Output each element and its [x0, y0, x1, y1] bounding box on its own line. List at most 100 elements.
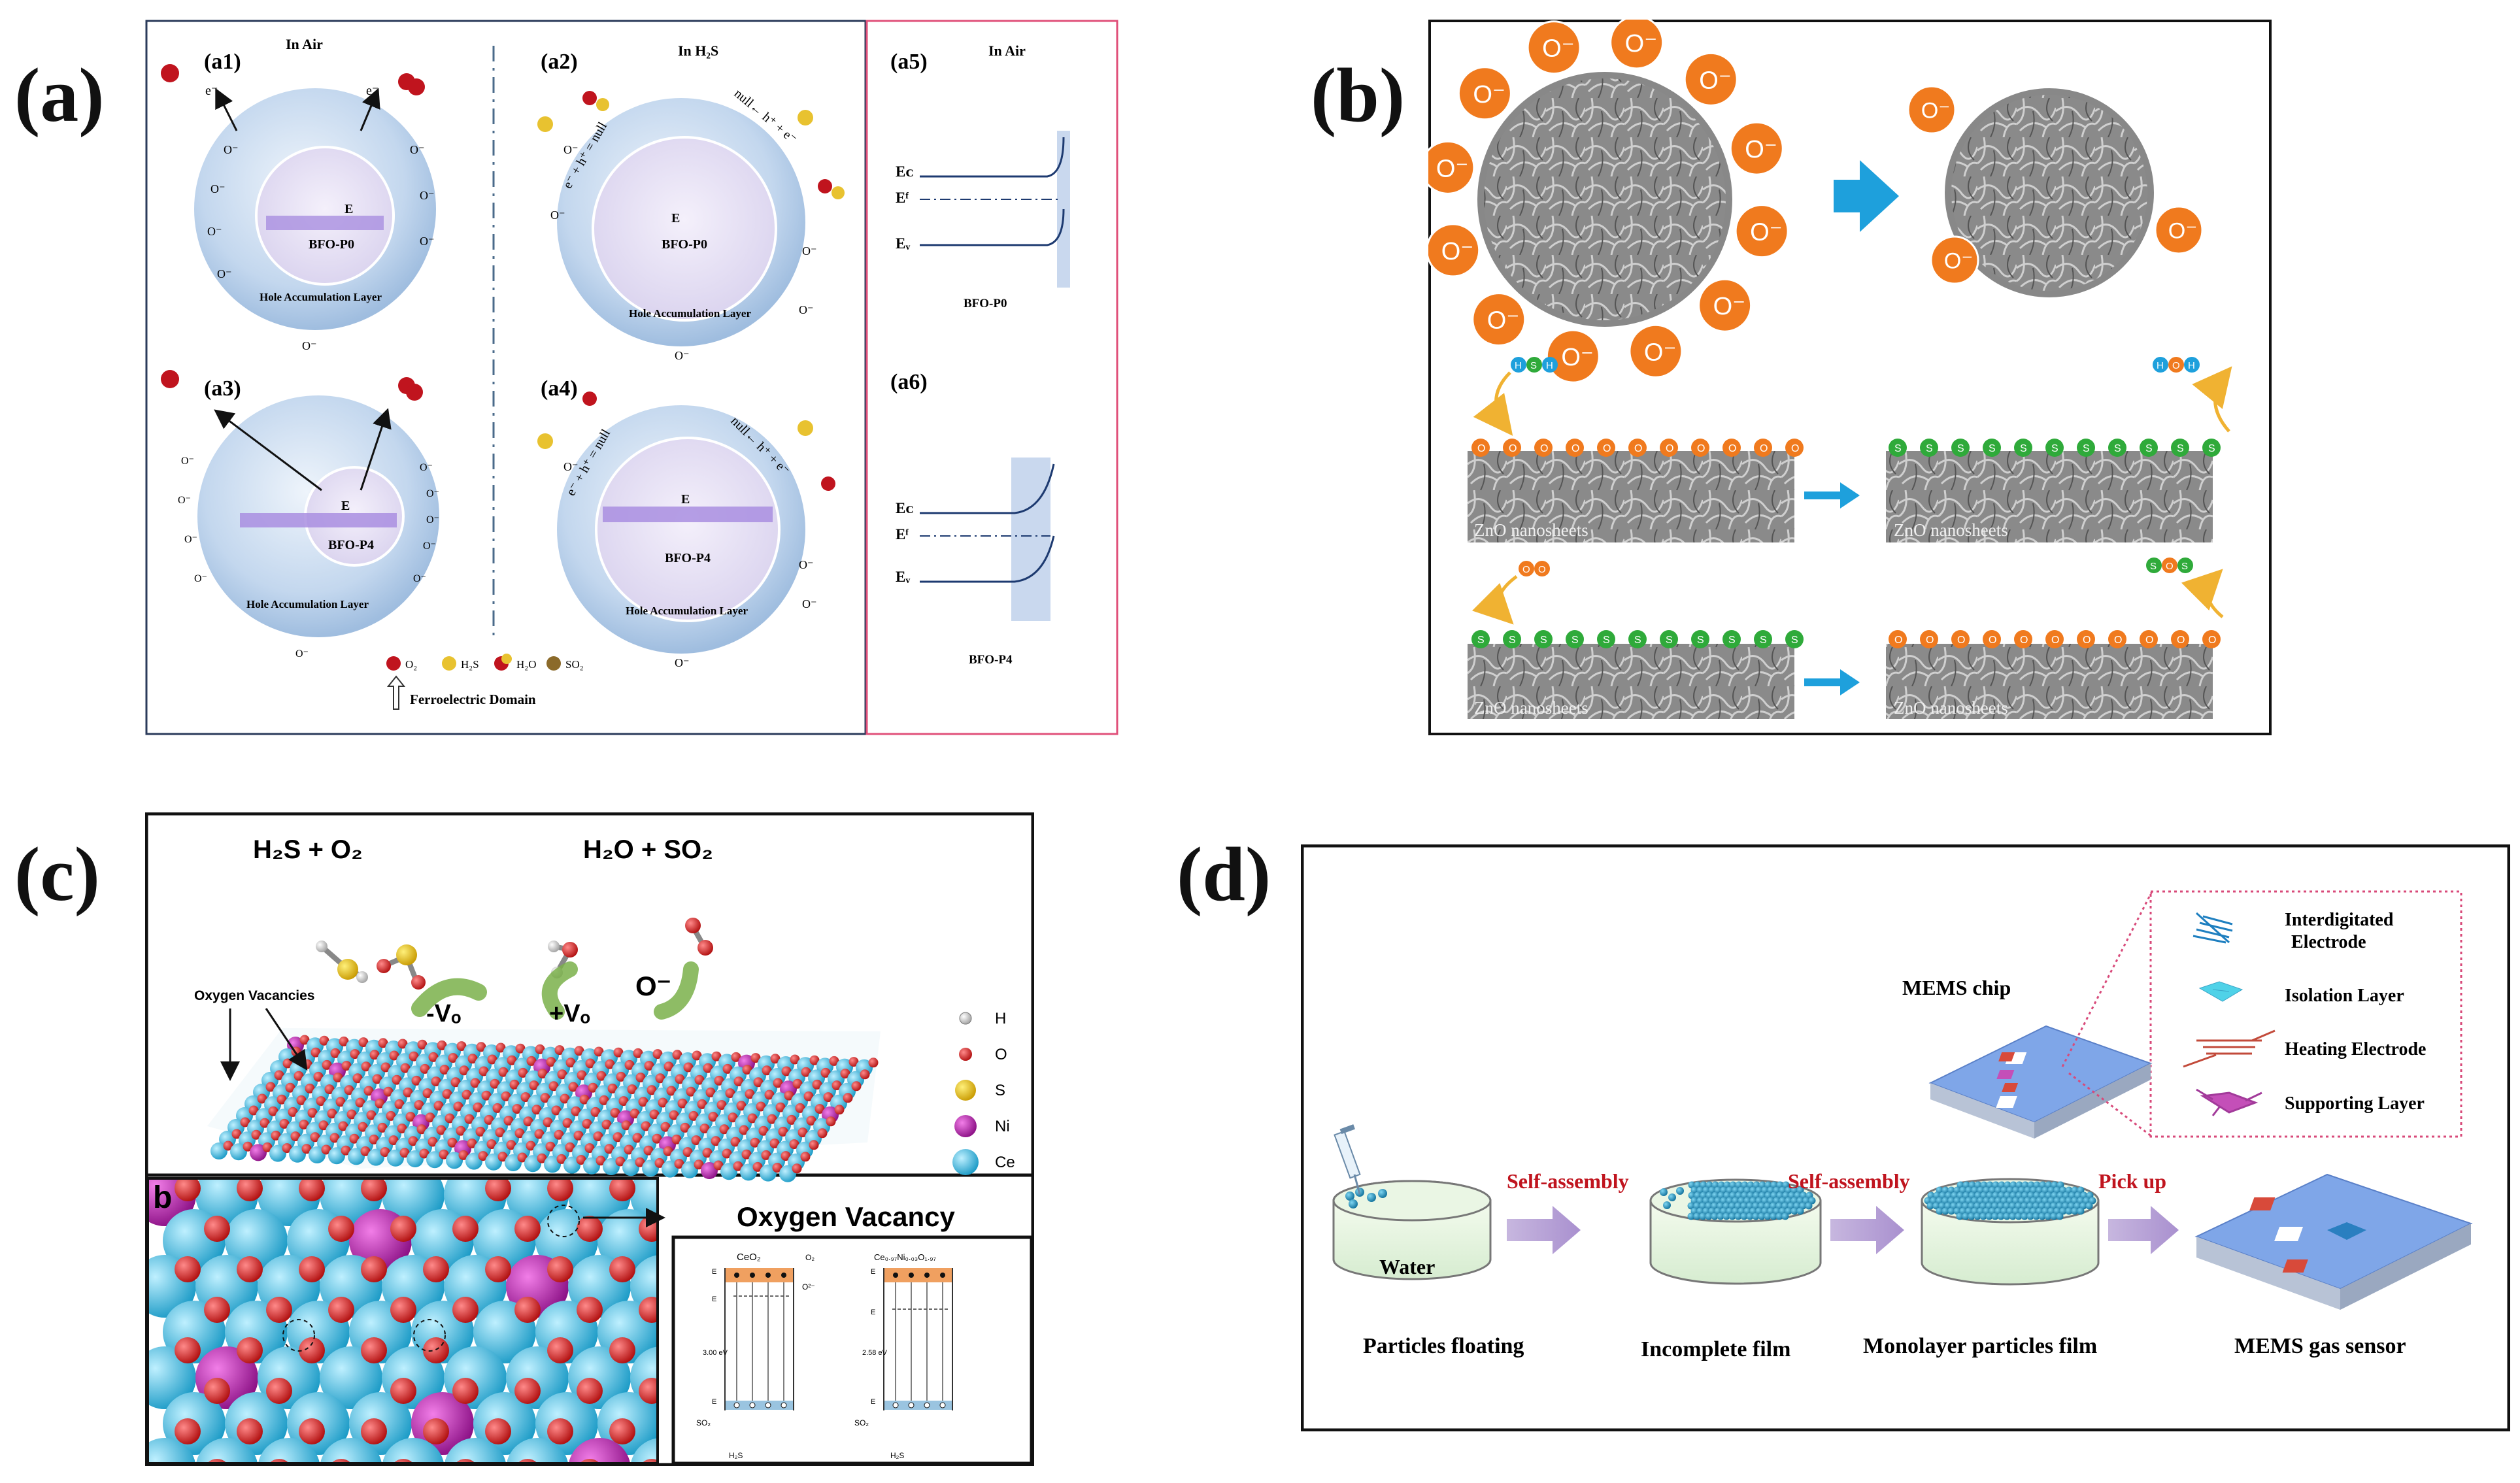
grain-core	[592, 136, 777, 322]
legend-domain: Ferroelectric Domain	[410, 692, 536, 707]
svg-text:O: O	[1666, 443, 1673, 454]
svg-text:S: S	[2114, 443, 2121, 454]
curved-arrow-icon	[2181, 569, 2224, 618]
step-pick-up: Pick up	[2098, 1169, 2166, 1193]
adsorbed-o-icon: O	[1951, 630, 1970, 648]
svg-text:O⁻: O⁻	[1745, 136, 1777, 163]
h2o-molecule-icon	[582, 392, 597, 406]
h2s-label: H₂S	[890, 1451, 904, 1460]
strip-label: ZnO nanosheets	[1894, 698, 2008, 718]
ion-label: O⁻	[563, 143, 579, 156]
svg-text:O: O	[1957, 635, 1965, 646]
caption-monolayer-film: Monolayer particles film	[1863, 1334, 2097, 1358]
ion-label: O⁻	[675, 349, 690, 362]
adsorbed-o-icon: O	[1471, 439, 1490, 457]
svg-text:O⁻: O⁻	[1473, 81, 1505, 108]
field-label: E	[341, 499, 350, 513]
adsorbed-o-icon: O	[1785, 439, 1804, 457]
band-caption: BFO-P0	[964, 297, 1007, 310]
legend-interdigitated: Interdigitated	[2285, 910, 2394, 930]
strip-label: ZnO nanosheets	[1894, 520, 2008, 540]
svg-text:O⁻: O⁻	[2168, 219, 2198, 244]
zno-strip	[1468, 451, 1794, 542]
legend-so2: SO₂	[565, 658, 584, 671]
ion-label: O⁻	[181, 456, 194, 467]
strip-label: ZnO nanosheets	[1474, 698, 1588, 718]
transform-arrow-icon	[1834, 160, 1899, 232]
o2-molecule-icon	[161, 370, 179, 388]
adsorbed-s-icon: S	[1920, 439, 1938, 457]
adsorbed-o-icon: O	[2140, 630, 2158, 648]
adsorbed-s-icon: S	[1566, 630, 1584, 648]
adsorbed-o-icon: O	[2077, 630, 2095, 648]
caption-mems-gas-sensor: MEMS gas sensor	[2234, 1334, 2406, 1358]
panel-a-right-frame	[865, 20, 1118, 735]
ion-label: O⁻	[217, 267, 232, 280]
adsorbed-s-icon: S	[1889, 439, 1907, 457]
svg-text:O: O	[1791, 443, 1799, 454]
adsorbed-o-icon: O	[1534, 439, 1553, 457]
svg-text:O⁻: O⁻	[1750, 219, 1783, 246]
svg-text:S: S	[2177, 443, 2184, 454]
atom-legend: H O S Ni Ce	[952, 1010, 1015, 1175]
o2minus-label: O²⁻	[802, 1282, 815, 1291]
ion-label: O⁻	[207, 225, 222, 238]
water-label: Water	[1379, 1255, 1435, 1278]
step-self-assembly-1: Self-assembly	[1507, 1169, 1629, 1193]
panel-label-c: (c)	[14, 831, 100, 917]
svg-text:O⁻: O⁻	[1699, 67, 1732, 94]
o2-molecule-icon	[685, 918, 713, 956]
o-minus-ion-icon: O⁻	[1471, 292, 1526, 347]
so2-molecule-icon	[377, 944, 426, 990]
so2-label: SO₂	[854, 1418, 869, 1427]
adsorbed-s-icon: S	[1983, 439, 2001, 457]
svg-text:O: O	[2208, 635, 2216, 646]
adsorbed-o-icon: O	[1754, 439, 1772, 457]
oxygen-vacancy-label: Oxygen Vacancy	[737, 1201, 956, 1232]
svg-text:O⁻: O⁻	[1713, 293, 1746, 320]
cell-a1: (a1) E BFO-P0 Hole Accumulation Layer e⁻…	[161, 50, 436, 352]
core-label: BFO-P4	[328, 538, 374, 552]
mems-chip-label: MEMS chip	[1902, 976, 2011, 999]
zno-grain	[1945, 88, 2154, 297]
band-ec: Eᴄ	[896, 500, 913, 516]
header-in-h2s: In H₂S	[678, 42, 718, 59]
ion-label: O⁻	[426, 514, 439, 525]
lattice-closeup	[148, 1178, 658, 1463]
so2-molecule-icon	[818, 179, 832, 193]
legend-electrode: Electrode	[2291, 932, 2366, 952]
svg-text:S: S	[1926, 443, 1933, 454]
ion-label: O⁻	[420, 189, 435, 202]
o-minus-ion-icon: O⁻	[1457, 66, 1512, 121]
adsorbed-o-icon: O	[1691, 439, 1709, 457]
adsorbed-s-icon: S	[2108, 439, 2126, 457]
plus-vo-label: +Vₒ	[549, 1000, 590, 1027]
ion-label: O⁻	[295, 648, 309, 659]
svg-text:O: O	[1760, 443, 1768, 454]
supporting-layer-icon	[2196, 1088, 2262, 1116]
legend-h2s: H₂S	[461, 658, 479, 671]
svg-text:O: O	[2083, 635, 2091, 646]
curved-arrow-icon	[2192, 366, 2232, 433]
svg-text:S: S	[2020, 443, 2027, 454]
svg-text:O: O	[2051, 635, 2059, 646]
atom-o: O	[2172, 360, 2180, 371]
sub-label-a1: (a1)	[204, 50, 241, 74]
atom-s: S	[2150, 561, 2157, 572]
adsorbed-s-icon: S	[2014, 439, 2032, 457]
band-inset: CeO₂ Ce₀.₉₇Ni₀.₀₃O₁.₉₇ E E E 3.00 eV O₂ …	[671, 1235, 1033, 1465]
electron-label: e⁻	[205, 84, 218, 98]
o-minus-ion-icon: O⁻	[1729, 121, 1784, 176]
transform-arrow-icon	[1804, 482, 1860, 508]
svg-text:O: O	[2145, 635, 2153, 646]
adsorbed-o-icon: O	[1722, 439, 1741, 457]
svg-text:S: S	[1989, 443, 1996, 454]
adsorbed-o-icon: O	[2045, 630, 2064, 648]
adsorbed-o-icon: O	[1889, 630, 1907, 648]
curved-arrow-icon	[1471, 575, 1518, 625]
o-minus-ion-icon: O⁻	[1907, 85, 1957, 135]
adsorbed-o-icon: O	[2014, 630, 2032, 648]
adsorbed-o-icon: O	[1660, 439, 1678, 457]
svg-text:S: S	[1666, 635, 1673, 646]
svg-text:S: S	[1603, 635, 1610, 646]
